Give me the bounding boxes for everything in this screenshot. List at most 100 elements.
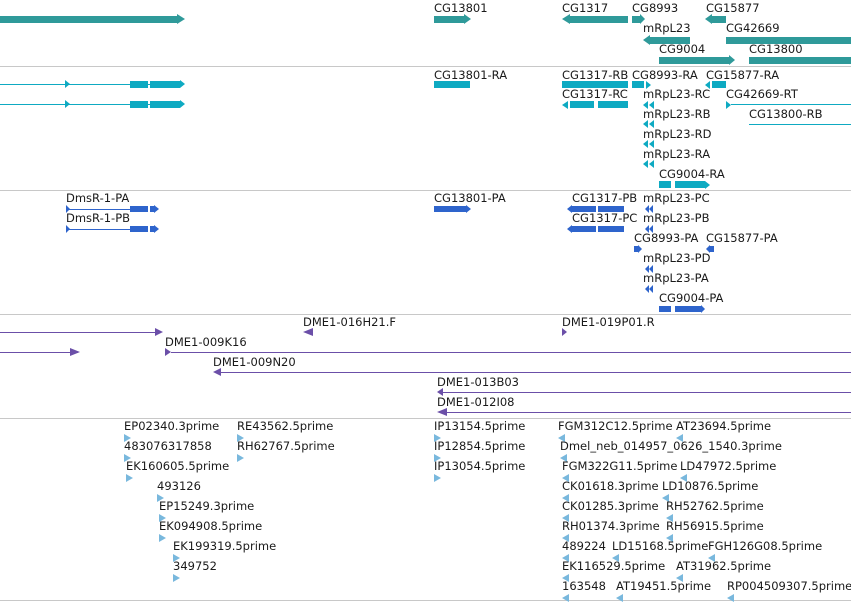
transcript-exon[interactable] [562,81,628,88]
gene-feature[interactable] [712,16,726,23]
transcript-label[interactable]: mRpL23-RC [643,87,711,101]
protein-block[interactable] [598,206,624,212]
est-label[interactable]: AT23694.5prime [676,419,772,433]
est-label[interactable]: 493126 [157,479,201,493]
transcript-label[interactable]: CG1317-RB [562,68,629,82]
transcript-label[interactable]: CG13801-RA [434,68,508,82]
est-label[interactable]: RP004509307.5prime [727,579,851,593]
clone-label[interactable]: DME1-013B03 [437,375,519,389]
transcript-label[interactable]: CG15877-RA [706,68,780,82]
transcript-exon[interactable] [598,101,628,108]
protein-label[interactable]: CG8993-PA [634,231,699,245]
protein-block[interactable] [675,306,701,312]
est-label[interactable]: EK199319.5prime [173,539,277,553]
transcript-exon[interactable] [434,81,470,88]
transcript-label[interactable]: mRpL23-RD [643,127,712,141]
est-label[interactable]: LD47972.5prime [680,459,777,473]
gene-feature[interactable] [434,16,464,23]
transcript-label[interactable]: CG13800-RB [749,107,823,121]
protein-label[interactable]: DmsR-1-PA [66,191,130,205]
est-label[interactable]: 489224 [562,539,606,553]
transcript-exon[interactable] [712,81,726,88]
est-label[interactable]: CK01285.3prime [562,499,659,513]
protein-block[interactable] [634,246,638,252]
est-label[interactable]: EK160605.5prime [126,459,230,473]
protein-label[interactable]: CG13801-PA [434,191,506,205]
protein-label[interactable]: CG9004-PA [659,291,724,305]
est-label[interactable]: FGH126G08.5prime [708,539,823,553]
est-label[interactable]: AT31962.5prime [676,559,772,573]
est-label[interactable]: FGM322G11.5prime [562,459,678,473]
clone-label[interactable]: DME1-016H21.F [303,315,397,329]
protein-block[interactable] [659,306,671,312]
est-label[interactable]: EK116529.5prime [562,559,666,573]
gene-feature[interactable] [632,16,640,23]
clone-label[interactable]: DME1-009N20 [213,355,296,369]
transcript-exon[interactable] [659,181,671,188]
gene-label[interactable]: CG8993 [632,1,679,15]
est-label[interactable]: RE43562.5prime [237,419,334,433]
est-label[interactable]: RH01374.3prime [562,519,660,533]
transcript-label[interactable]: CG42669-RT [726,87,798,101]
protein-label[interactable]: mRpL23-PA [643,271,709,285]
protein-label[interactable]: DmsR-1-PB [66,211,131,225]
transcript-label[interactable]: CG1317-RC [562,87,628,101]
est-label[interactable]: EP15249.3prime [159,499,255,513]
gene-feature[interactable] [570,16,628,23]
est-label[interactable]: LD15168.5prime [612,539,709,553]
transcript-exon[interactable] [150,81,180,88]
transcript-label[interactable]: mRpL23-RB [643,107,711,121]
est-label[interactable]: RH56915.5prime [666,519,764,533]
protein-label[interactable]: mRpL23-PB [643,211,710,225]
transcript-label[interactable]: CG9004-RA [659,167,725,181]
est-label[interactable]: RH62767.5prime [237,439,335,453]
transcript-label[interactable]: mRpL23-RA [643,147,711,161]
protein-block[interactable] [434,206,466,212]
clone-label[interactable]: DME1-009K16 [165,335,247,349]
est-label[interactable]: EP02340.3prime [124,419,220,433]
protein-label[interactable]: CG1317-PB [572,191,638,205]
protein-label[interactable]: CG15877-PA [706,231,778,245]
gene-feature[interactable] [650,37,690,44]
est-label[interactable]: Dmel_neb_014957_0626_1540.3prime [560,439,782,453]
protein-block[interactable] [710,246,714,252]
gene-label[interactable]: CG13801 [434,1,488,15]
est-label[interactable]: IP13054.5prime [434,459,526,473]
transcript-exon[interactable] [675,181,705,188]
est-label[interactable]: LD10876.5prime [662,479,759,493]
est-label[interactable]: 349752 [173,559,217,573]
gene-feature[interactable] [726,37,851,44]
transcript-exon[interactable] [632,81,644,88]
est-label[interactable]: EK094908.5prime [159,519,263,533]
est-label[interactable]: 483076317858 [124,439,212,453]
est-label[interactable]: FGM312C12.5prime [558,419,673,433]
protein-block[interactable] [598,226,624,232]
transcript-exon[interactable] [130,81,148,88]
est-label[interactable]: 163548 [562,579,606,593]
gene-feature[interactable] [0,16,178,23]
gene-label[interactable]: CG9004 [659,42,706,56]
protein-block[interactable] [130,206,148,212]
clone-label[interactable]: DME1-012I08 [437,395,515,409]
est-label[interactable]: IP12854.5prime [434,439,526,453]
transcript-label[interactable]: CG8993-RA [632,68,698,82]
gene-label[interactable]: CG15877 [706,1,760,15]
transcript-exon[interactable] [150,101,180,108]
gene-label[interactable]: CG1317 [562,1,609,15]
transcript-exon[interactable] [130,101,148,108]
protein-label[interactable]: CG1317-PC [572,211,638,225]
protein-block[interactable] [572,226,596,232]
gene-label[interactable]: CG42669 [726,21,780,35]
gene-label[interactable]: CG13800 [749,42,803,56]
protein-block[interactable] [572,206,596,212]
gene-feature[interactable] [749,57,851,64]
protein-block[interactable] [150,206,154,212]
est-label[interactable]: CK01618.3prime [562,479,659,493]
est-label[interactable]: RH52762.5prime [666,499,764,513]
protein-block[interactable] [130,226,148,232]
protein-label[interactable]: mRpL23-PC [643,191,710,205]
est-label[interactable]: IP13154.5prime [434,419,526,433]
protein-block[interactable] [150,226,154,232]
gene-feature[interactable] [659,57,729,64]
gene-label[interactable]: mRpL23 [643,21,691,35]
